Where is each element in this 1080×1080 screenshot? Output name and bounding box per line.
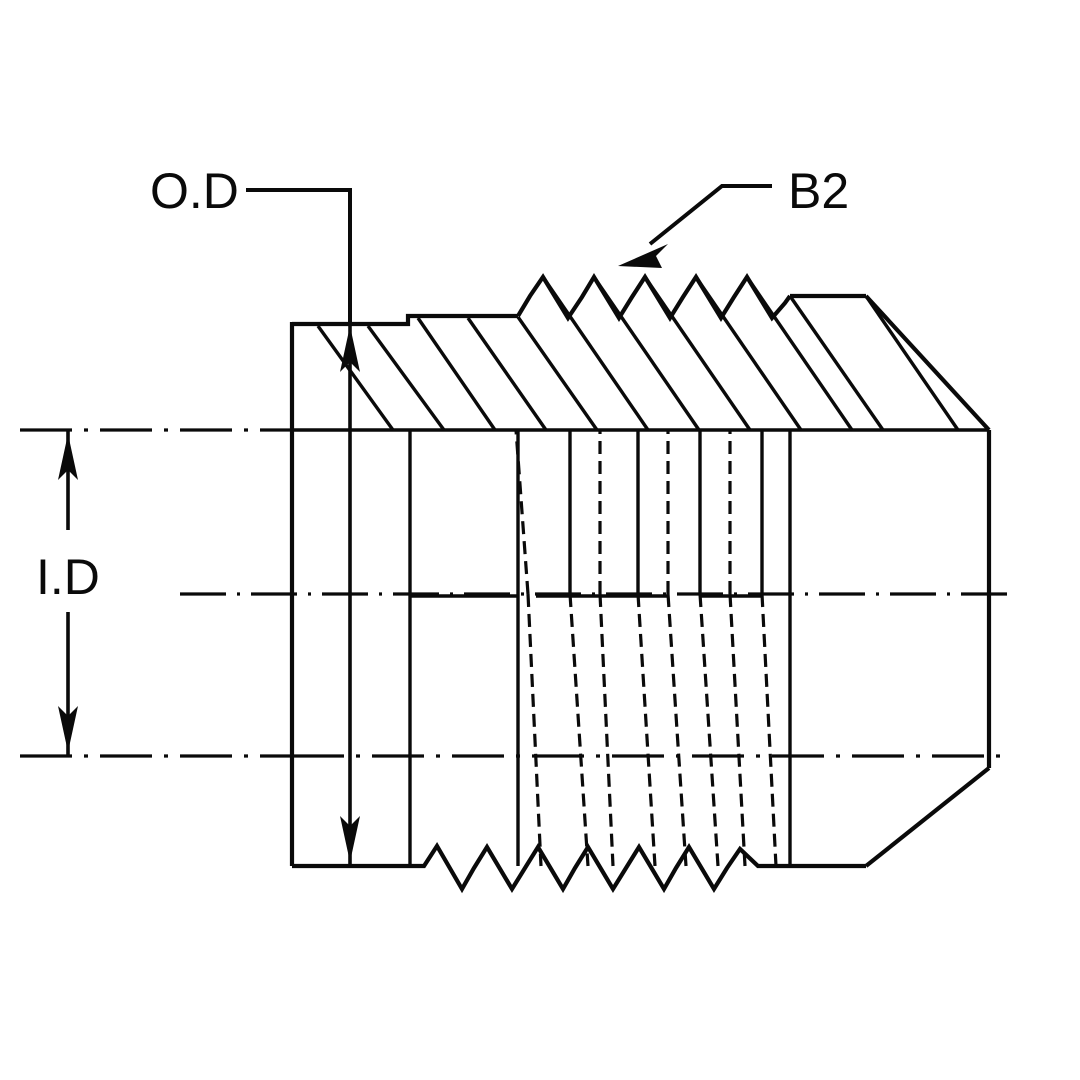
thread-flank-line bbox=[541, 276, 650, 431]
body-outline-group bbox=[289, 272, 992, 894]
id-dimension-group: I.D bbox=[36, 430, 100, 756]
od-arrowhead-top bbox=[340, 326, 360, 372]
od-arrowhead-bottom bbox=[340, 816, 360, 862]
lower-hidden-thread-lines bbox=[408, 429, 792, 867]
upper-right-chamfer bbox=[864, 294, 991, 432]
hidden-thread-line bbox=[514, 429, 530, 595]
b2-arrowhead bbox=[618, 244, 668, 268]
id-arrowhead-bottom bbox=[58, 706, 78, 752]
hidden-thread-line bbox=[666, 593, 688, 867]
lower-thread-root-profile bbox=[410, 841, 770, 894]
thread-flank-line bbox=[745, 276, 854, 431]
b2-label: B2 bbox=[788, 163, 849, 219]
od-leader-line bbox=[246, 188, 352, 322]
id-label: I.D bbox=[36, 549, 100, 605]
upper-thread-flank-lines bbox=[316, 276, 960, 432]
thread-flank-line bbox=[466, 317, 548, 431]
od-dimension-group: O.D bbox=[150, 163, 360, 866]
thread-flank-line bbox=[592, 276, 701, 431]
thread-flank-line bbox=[416, 317, 497, 431]
b2-leader-line bbox=[648, 184, 772, 246]
thread-flank-line bbox=[864, 295, 960, 431]
hidden-thread-line bbox=[636, 593, 657, 867]
od-label: O.D bbox=[150, 163, 239, 219]
hidden-thread-line bbox=[698, 593, 720, 867]
body-top-edge bbox=[292, 313, 518, 327]
hidden-thread-line bbox=[728, 593, 747, 867]
b2-callout-group: B2 bbox=[618, 163, 849, 268]
lower-right-chamfer bbox=[864, 766, 991, 868]
hidden-thread-line bbox=[568, 593, 590, 867]
thread-flank-line bbox=[788, 295, 885, 431]
hidden-thread-line bbox=[760, 593, 778, 867]
thread-flank-line bbox=[516, 316, 599, 431]
thread-flank-line bbox=[643, 276, 752, 431]
id-arrowhead-top bbox=[58, 434, 78, 480]
thread-flank-line bbox=[316, 325, 395, 431]
hidden-thread-line bbox=[526, 593, 543, 867]
thread-flank-line bbox=[694, 276, 803, 431]
thread-flank-line bbox=[366, 324, 446, 432]
centerlines-group bbox=[20, 428, 1012, 758]
hidden-thread-line bbox=[598, 593, 615, 867]
